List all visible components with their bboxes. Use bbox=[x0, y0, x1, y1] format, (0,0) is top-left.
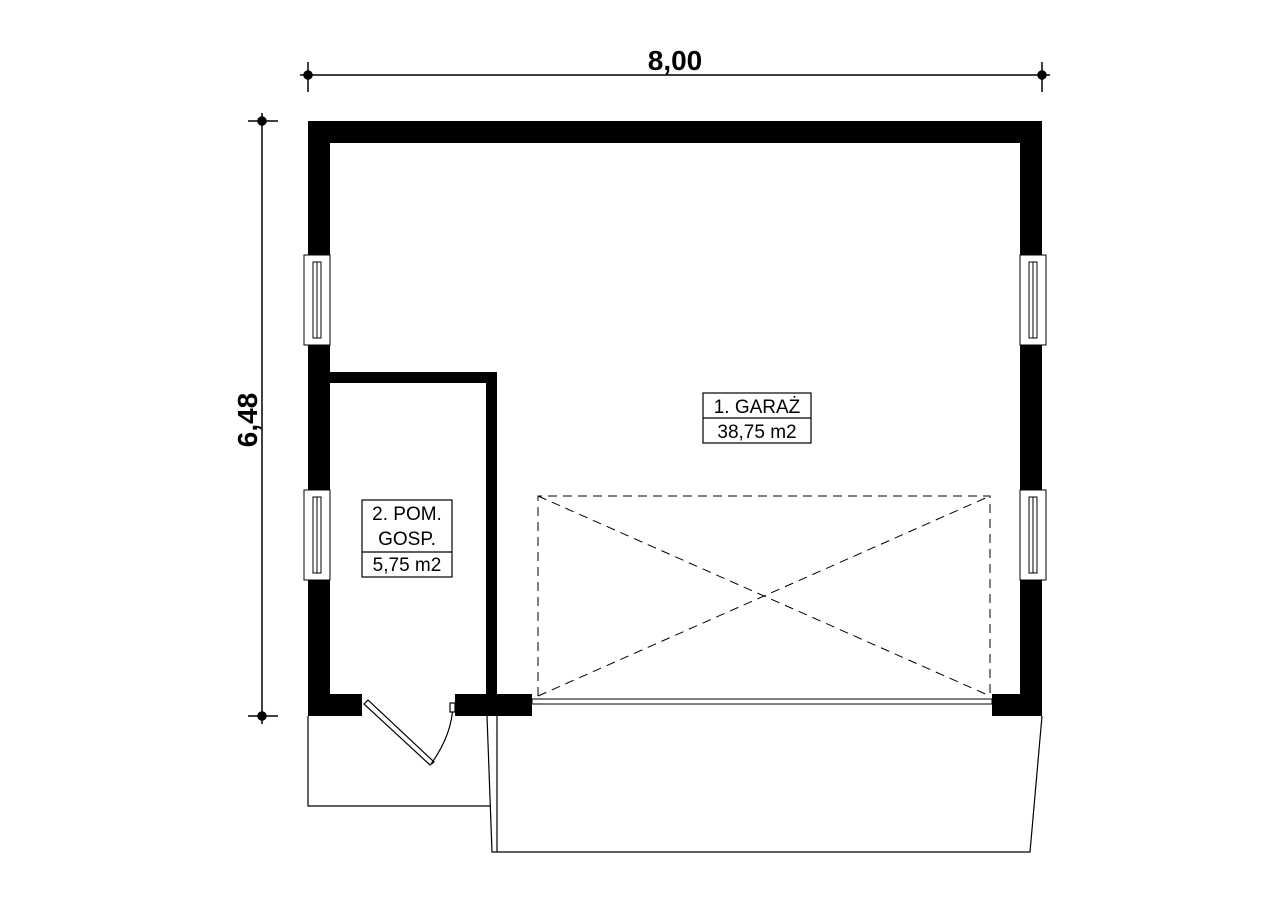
height-dimension bbox=[248, 113, 278, 724]
garage-area: 38,75 m2 bbox=[717, 422, 796, 443]
utility-name-line2: GOSP. bbox=[378, 529, 436, 550]
width-dimension bbox=[300, 62, 1050, 92]
height-label: 6,48 bbox=[232, 393, 263, 448]
utility-area: 5,75 m2 bbox=[373, 555, 442, 576]
utility-name-line1: 2. POM. bbox=[372, 504, 442, 525]
width-label: 8,00 bbox=[648, 45, 703, 76]
room-label-garage: 1. GARAŻ 38,75 m2 bbox=[702, 392, 812, 444]
walls bbox=[308, 121, 1042, 716]
entrance-apron bbox=[307, 715, 1043, 853]
windows bbox=[303, 254, 1047, 581]
garage-door bbox=[531, 495, 993, 705]
room-label-utility: 2. POM. GOSP. 5,75 m2 bbox=[361, 499, 453, 578]
garage-name: 1. GARAŻ bbox=[714, 397, 801, 418]
entry-door bbox=[363, 699, 456, 766]
